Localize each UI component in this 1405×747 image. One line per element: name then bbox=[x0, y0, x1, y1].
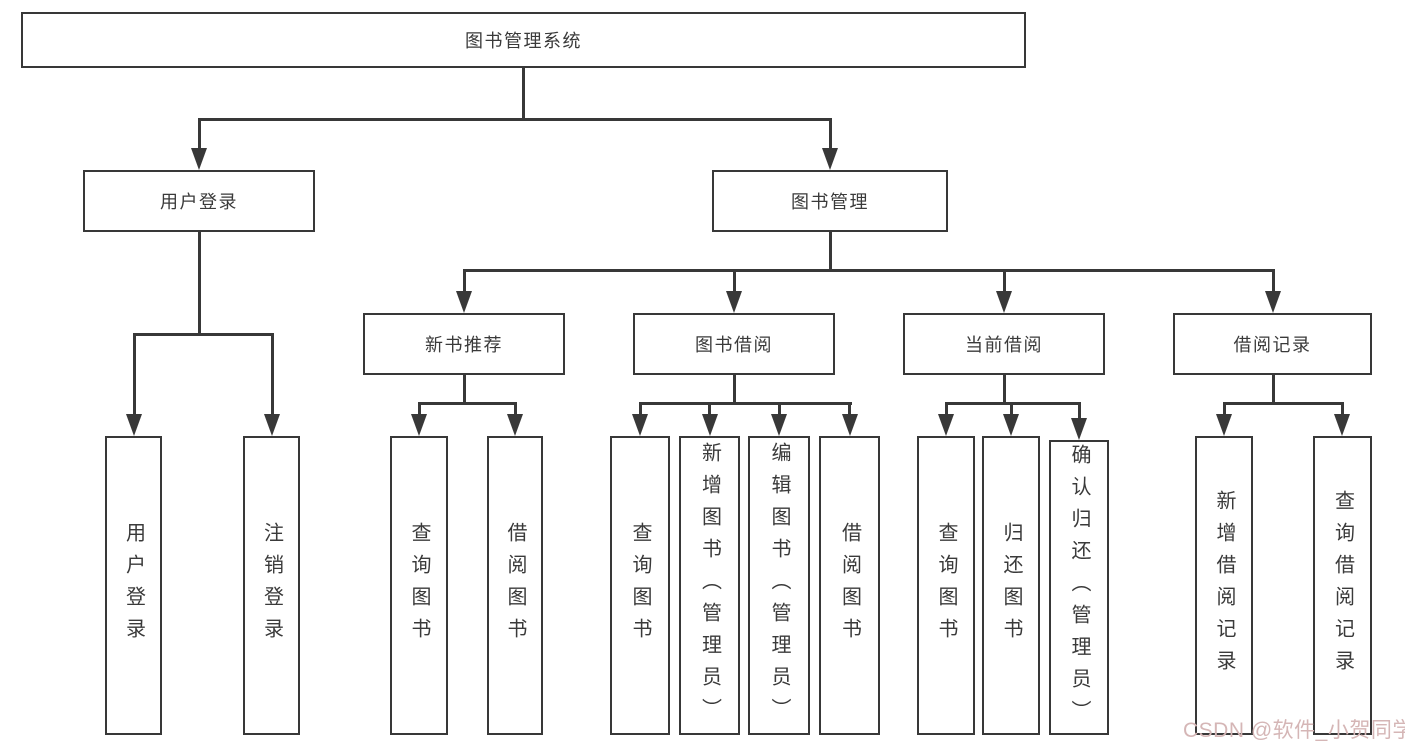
leaf-current-confirm-label: 确认归还（管理员） bbox=[1068, 443, 1090, 732]
connector-line bbox=[132, 333, 274, 336]
arrow-down-icon bbox=[1334, 414, 1350, 436]
connector-line bbox=[1340, 402, 1344, 415]
leaf-newbook-borrow: 借阅图书 bbox=[487, 436, 543, 735]
node-book-management-label: 图书管理 bbox=[791, 192, 869, 212]
leaf-borrow-borrow-label: 借阅图书 bbox=[838, 521, 861, 650]
arrow-down-icon bbox=[632, 414, 648, 436]
connector-line bbox=[1009, 402, 1013, 415]
leaf-borrow-add-label: 新增图书（管理员） bbox=[698, 441, 721, 730]
leaf-current-confirm: 确认归还（管理员） bbox=[1049, 440, 1109, 735]
leaf-newbook-query: 查询图书 bbox=[390, 436, 448, 735]
connector-line bbox=[1222, 402, 1226, 415]
leaf-records-query-label: 查询借阅记录 bbox=[1331, 489, 1354, 682]
connector-line bbox=[462, 375, 466, 405]
leaf-current-query-label: 查询图书 bbox=[935, 521, 957, 650]
node-current-borrow: 当前借阅 bbox=[903, 313, 1105, 375]
arrow-down-icon bbox=[1265, 291, 1281, 313]
connector-line bbox=[638, 402, 852, 405]
connector-line bbox=[944, 402, 1081, 405]
node-book-management: 图书管理 bbox=[712, 170, 948, 232]
connector-line bbox=[1077, 402, 1081, 419]
connector-line bbox=[521, 68, 525, 121]
node-root: 图书管理系统 bbox=[21, 12, 1026, 68]
leaf-current-query: 查询图书 bbox=[917, 436, 975, 735]
leaf-user-login: 用户登录 bbox=[105, 436, 162, 735]
arrow-down-icon bbox=[822, 148, 838, 170]
connector-line bbox=[828, 118, 832, 150]
arrow-down-icon bbox=[411, 414, 427, 436]
leaf-borrow-query-label: 查询图书 bbox=[629, 521, 651, 650]
leaf-records-add: 新增借阅记录 bbox=[1195, 436, 1253, 735]
connector-line bbox=[732, 269, 736, 292]
arrow-down-icon bbox=[1071, 418, 1087, 440]
arrow-down-icon bbox=[191, 148, 207, 170]
leaf-current-return: 归还图书 bbox=[982, 436, 1040, 735]
node-book-borrow-label: 图书借阅 bbox=[695, 335, 773, 355]
connector-line bbox=[197, 232, 201, 335]
arrow-down-icon bbox=[126, 414, 142, 436]
connector-line bbox=[1002, 375, 1006, 405]
connector-line bbox=[197, 118, 832, 121]
connector-line bbox=[732, 375, 736, 405]
node-root-label: 图书管理系统 bbox=[465, 31, 582, 51]
connector-line bbox=[777, 402, 781, 415]
arrow-down-icon bbox=[1216, 414, 1232, 436]
connector-line bbox=[638, 402, 642, 415]
connector-line bbox=[417, 402, 421, 415]
leaf-newbook-query-label: 查询图书 bbox=[408, 521, 430, 650]
leaf-logout-label: 注销登录 bbox=[260, 521, 283, 650]
arrow-down-icon bbox=[507, 414, 523, 436]
connector-line bbox=[708, 402, 711, 415]
node-current-borrow-label: 当前借阅 bbox=[965, 335, 1043, 355]
arrow-down-icon bbox=[1003, 414, 1019, 436]
arrow-down-icon bbox=[938, 414, 954, 436]
node-user-login-label: 用户登录 bbox=[160, 192, 238, 212]
arrow-down-icon bbox=[726, 291, 742, 313]
connector-line bbox=[1002, 269, 1006, 292]
connector-line bbox=[417, 402, 517, 405]
connector-line bbox=[848, 402, 851, 415]
leaf-user-login-label: 用户登录 bbox=[122, 521, 145, 650]
connector-line bbox=[1271, 269, 1275, 292]
leaf-borrow-add: 新增图书（管理员） bbox=[679, 436, 740, 735]
csdn-watermark: CSDN @软件_小贺同学 bbox=[1183, 719, 1405, 742]
connector-line bbox=[197, 118, 201, 150]
connector-line bbox=[270, 333, 274, 416]
arrow-down-icon bbox=[771, 414, 787, 436]
node-borrow-records-label: 借阅记录 bbox=[1233, 335, 1312, 355]
arrow-down-icon bbox=[456, 291, 472, 313]
connector-line bbox=[462, 269, 1275, 272]
leaf-borrow-borrow: 借阅图书 bbox=[819, 436, 880, 735]
leaf-borrow-edit: 编辑图书（管理员） bbox=[748, 436, 810, 735]
leaf-logout: 注销登录 bbox=[243, 436, 300, 735]
connector-line bbox=[513, 402, 517, 415]
node-new-book-recommend: 新书推荐 bbox=[363, 313, 565, 375]
node-user-login: 用户登录 bbox=[83, 170, 315, 232]
connector-line bbox=[132, 333, 136, 416]
leaf-borrow-query: 查询图书 bbox=[610, 436, 670, 735]
arrow-down-icon bbox=[996, 291, 1012, 313]
connector-line bbox=[944, 402, 948, 415]
leaf-records-add-label: 新增借阅记录 bbox=[1213, 489, 1235, 682]
arrow-down-icon bbox=[264, 414, 280, 436]
node-new-book-recommend-label: 新书推荐 bbox=[425, 335, 503, 355]
node-book-borrow: 图书借阅 bbox=[633, 313, 835, 375]
connector-line bbox=[828, 232, 832, 272]
connector-line bbox=[462, 269, 466, 292]
connector-line bbox=[1271, 375, 1275, 405]
connector-line bbox=[1222, 402, 1344, 405]
arrow-down-icon bbox=[702, 414, 718, 436]
leaf-current-return-label: 归还图书 bbox=[1000, 521, 1022, 650]
leaf-records-query: 查询借阅记录 bbox=[1313, 436, 1372, 735]
leaf-newbook-borrow-label: 借阅图书 bbox=[504, 521, 526, 650]
leaf-borrow-edit-label: 编辑图书（管理员） bbox=[768, 441, 790, 730]
node-borrow-records: 借阅记录 bbox=[1173, 313, 1372, 375]
arrow-down-icon bbox=[842, 414, 858, 436]
